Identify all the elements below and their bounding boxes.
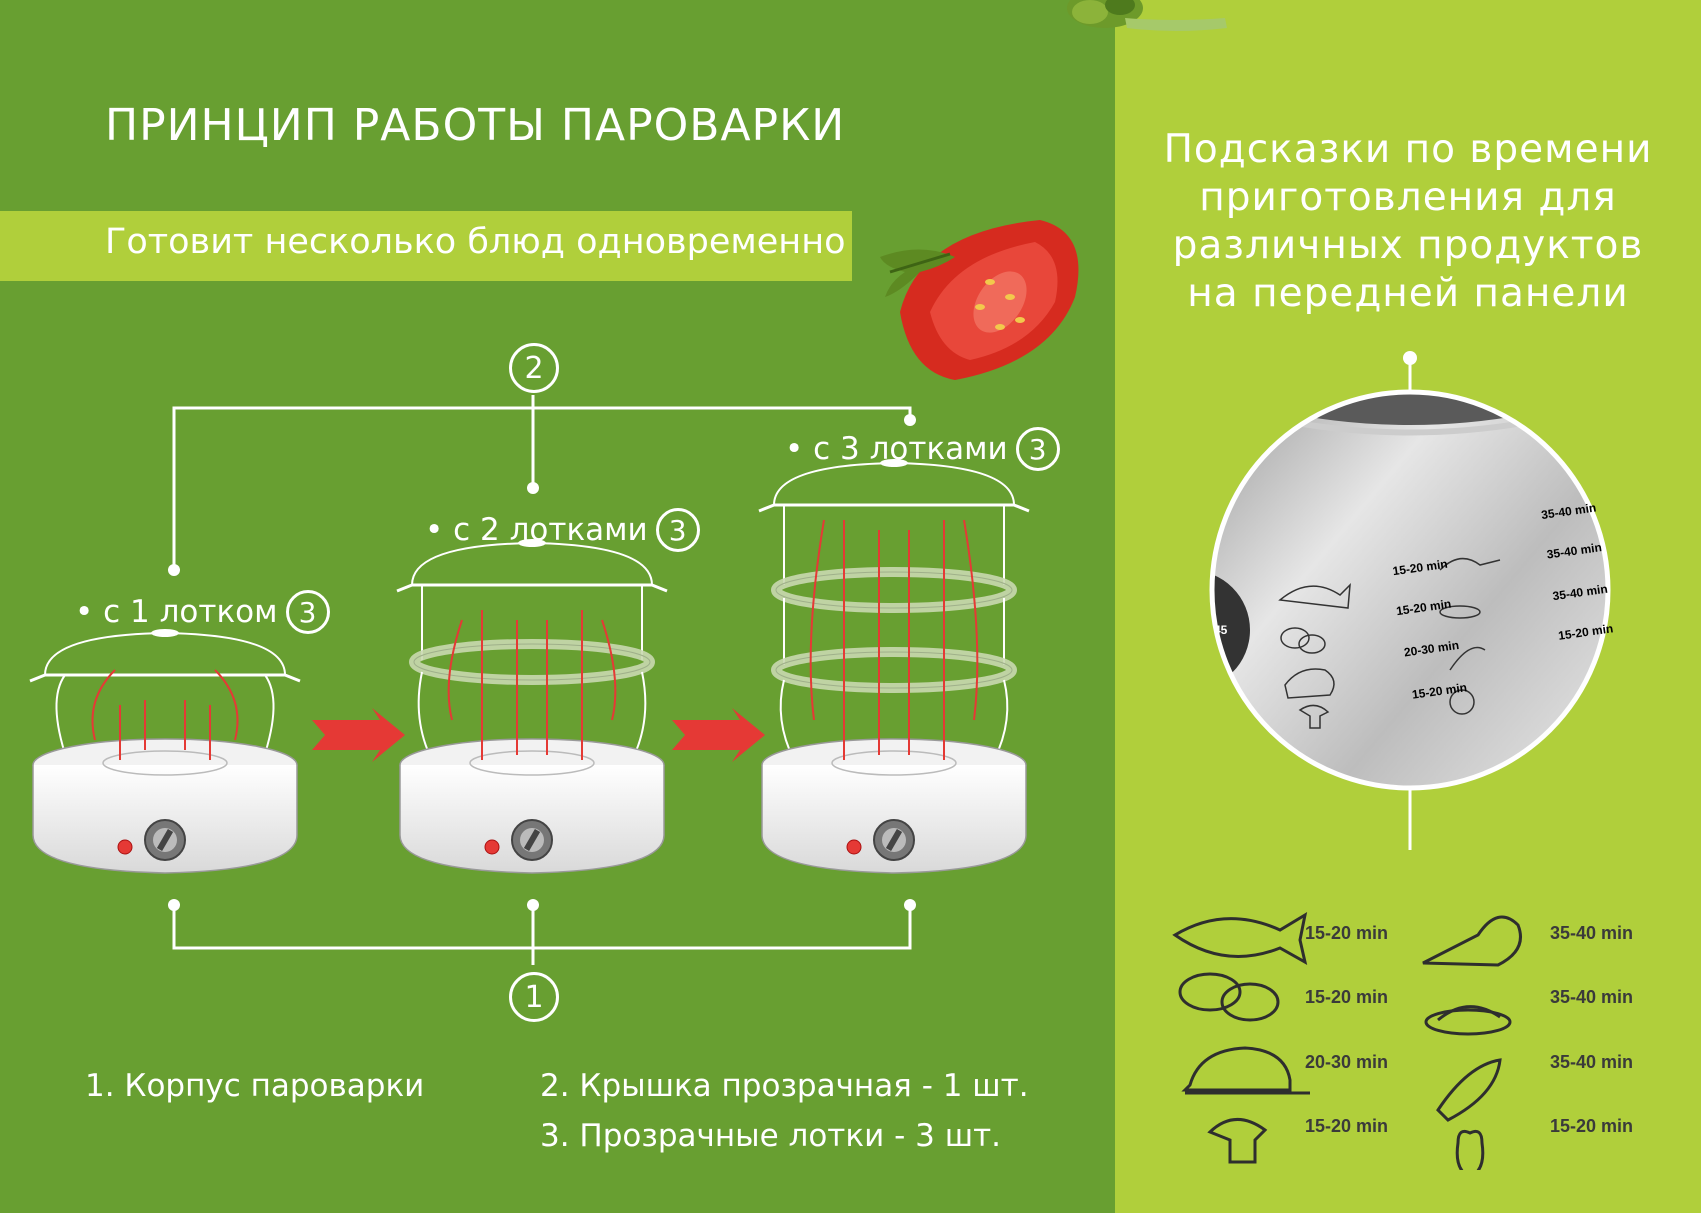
panel-dial-number: 45 (1214, 623, 1228, 637)
legend-item: 2. Крышка прозрачная - 1 шт. (540, 1068, 1029, 1104)
arrow-icon (672, 708, 765, 762)
right-title: Подсказки по времени приготовления для р… (1115, 126, 1701, 318)
rice-plate-icon (1424, 1008, 1512, 1036)
front-panel-magnifier: 45 15-20 min 15-20 min 20-30 min 15-20 m… (1209, 351, 1614, 850)
right-title-line: приготовления для (1199, 175, 1617, 220)
legend-item: 3. Прозрачные лотки - 3 шт. (540, 1118, 1001, 1154)
food-icons-left (1172, 911, 1310, 1164)
vegetables-icon (1422, 915, 1522, 967)
food-icons-right (1422, 915, 1522, 1170)
tray-label-badge: 3 (1015, 427, 1060, 471)
chicken-icon (1181, 1046, 1292, 1092)
time-hint-vegetables: 35-40 min (1550, 923, 1634, 943)
time-hint-rice: 35-40 min (1550, 987, 1634, 1007)
bracket-bottom-number: 1 (509, 972, 559, 1022)
page-title: ПРИНЦИП РАБОТЫ ПАРОВАРКИ (105, 100, 846, 151)
tray-label-3: • с 3 лотками 3 (785, 427, 1060, 471)
time-hint-chicken: 20-30 min (1305, 1052, 1389, 1072)
time-hint-mushroom: 15-20 min (1305, 1116, 1389, 1136)
arrow-icon (312, 708, 405, 762)
mushroom-icon (1298, 704, 1330, 729)
bracket-top-number: 2 (509, 343, 559, 393)
broccoli-image (1067, 0, 1227, 31)
time-hint-apple: 15-20 min (1550, 1116, 1634, 1136)
tray-label-text: • с 1 лотком (75, 594, 278, 630)
corn-icon (1436, 1058, 1502, 1122)
tomato-image (880, 220, 1079, 380)
time-hint-fish: 15-20 min (1305, 923, 1389, 943)
tray-label-badge: 3 (655, 508, 700, 552)
bracket-lines (168, 395, 916, 965)
apple-icon (1455, 1129, 1485, 1170)
fish-icon (1172, 911, 1308, 965)
apple-icon (1449, 689, 1475, 715)
time-hint-corn: 35-40 min (1550, 1052, 1634, 1072)
right-title-line: Подсказки по времени (1163, 127, 1653, 172)
right-title-line: на передней панели (1187, 271, 1629, 316)
time-hint-eggs: 15-20 min (1305, 987, 1389, 1007)
corn-icon (1449, 646, 1486, 671)
subtitle-band (0, 211, 852, 281)
steamer-illustrations (28, 457, 1031, 874)
rice-plate-icon (1439, 605, 1481, 619)
tray-label-badge: 3 (285, 590, 330, 634)
eggs-icon (1280, 627, 1310, 649)
mushroom-icon (1207, 1118, 1268, 1164)
chicken-icon (1284, 668, 1335, 699)
vegetables-icon (1439, 557, 1501, 571)
subtitle: Готовит несколько блюд одновременно (105, 222, 846, 262)
fish-icon (1278, 583, 1351, 609)
right-title-line: различных продуктов (1172, 223, 1644, 268)
eggs-icon (1178, 972, 1242, 1012)
legend-item: 1. Корпус пароварки (85, 1068, 425, 1104)
tray-label-1: • с 1 лотком 3 (75, 590, 330, 634)
